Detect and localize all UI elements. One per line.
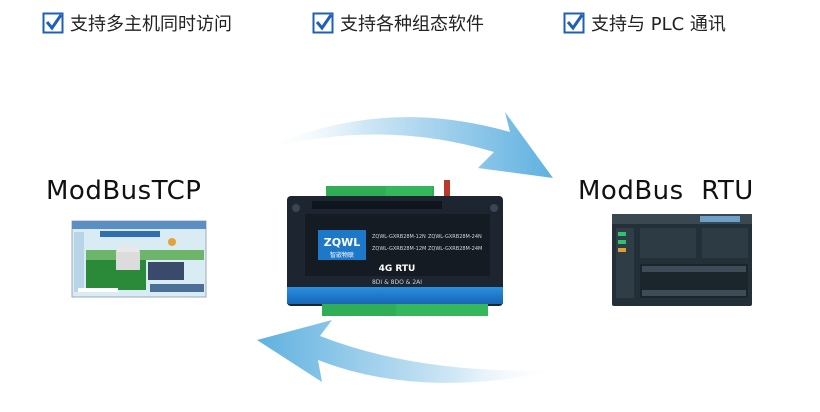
checkbox-icon (563, 12, 585, 34)
plc-image (612, 214, 752, 306)
device-variant: ZQWL-GXRB28M-24M (428, 246, 482, 252)
feature-multi-host: 支持多主机同时访问 (42, 10, 232, 36)
device-brand: ZQWL (324, 236, 360, 249)
device-brand-sub: 智嵌物联 (330, 251, 354, 259)
checkbox-icon (312, 12, 334, 34)
feature-label: 支持与 PLC 通讯 (591, 14, 726, 35)
device-spec: 8DI & 8DO & 2AI (372, 279, 422, 286)
scada-screenshot (71, 220, 207, 298)
checkbox-icon (42, 12, 64, 34)
feature-label: 支持各种组态软件 (340, 14, 484, 35)
feature-label: 支持多主机同时访问 (70, 14, 232, 35)
device-variant: ZQWL-GXRB28M-24N (428, 234, 482, 240)
device-variant: ZQWL-GXRB28M-12N (372, 234, 426, 240)
feature-plc: 支持与 PLC 通讯 (563, 10, 726, 36)
device-variant: ZQWL-GXRB28M-12M (372, 246, 426, 252)
device-model: 4G RTU (379, 264, 416, 274)
arrow-bottom (257, 320, 560, 383)
rtu-device: ZQWL 智嵌物联 ZQWL-GXRB28M-12N ZQWL-GXRB28M-… (287, 180, 503, 316)
feature-scada: 支持各种组态软件 (312, 10, 484, 36)
modbus-rtu-label: ModBus RTU (578, 176, 754, 206)
arrow-top (262, 112, 553, 178)
modbus-tcp-label: ModBusTCP (46, 176, 202, 206)
